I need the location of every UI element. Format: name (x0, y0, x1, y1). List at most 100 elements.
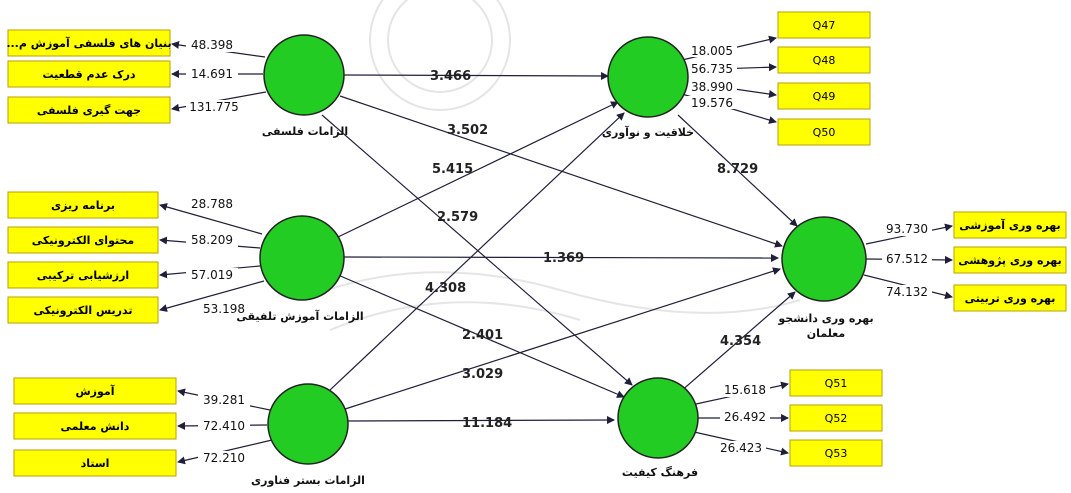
loading-value: 48.398 (191, 38, 233, 52)
loading-bg (186, 67, 238, 81)
loading-value: 74.132 (886, 285, 928, 299)
indicator-box (777, 82, 871, 110)
indicator-label: محتوای الکترونیکی (32, 234, 134, 247)
path-creativity-productivity (677, 114, 798, 227)
indicator-label: Q50 (813, 126, 836, 139)
loading-bg (198, 451, 250, 465)
construct-group-quality: Q51 Q52 Q53 15.618 26.492 26.423 فرهنگ ک… (617, 369, 883, 479)
loading-value: 72.210 (203, 451, 245, 465)
coef-blended-creativity: 5.415 (432, 162, 473, 177)
construct-blended[interactable] (259, 215, 345, 301)
structural-paths (321, 71, 798, 425)
construct-group-philosophy: ...بنیان های فلسفی آموزش م درک عدم قطعیت… (6, 29, 348, 138)
construct-group-creativity: Q47 Q48 Q49 Q50 18.005 56.735 38.990 19.… (602, 11, 871, 146)
construct-label-quality: فرهنگ کیفیت (622, 465, 698, 479)
loading-bg (186, 100, 242, 114)
loading-value: 18.005 (691, 44, 733, 58)
path-quality-productivity (679, 291, 796, 393)
construct-label-philosophy: الزامات فلسفی (262, 125, 348, 138)
loading-bg (882, 285, 932, 299)
loading-bg (198, 302, 250, 316)
indicator-label: Q49 (813, 90, 836, 103)
coef-tech-quality: 11.184 (462, 416, 512, 431)
construct-quality[interactable] (617, 377, 699, 459)
loading-value: 57.019 (191, 268, 233, 282)
indicator-label: Q51 (825, 377, 848, 390)
loading-value: 14.691 (191, 67, 233, 81)
indicator-box (789, 439, 883, 467)
indicator-box (7, 261, 159, 289)
indicator-label: تدریس الکترونیکی (34, 304, 133, 317)
construct-label-productivity-line2: معلمان (807, 327, 845, 340)
construct-philosophy[interactable] (263, 34, 345, 116)
indicator-label: جهت گیری فلسفی (37, 104, 141, 117)
loading-value: 58.209 (191, 233, 233, 247)
indicator-box (13, 449, 177, 477)
indicator-label: استاد (81, 457, 110, 470)
loading-bg (198, 419, 250, 433)
loading-value: 131.775 (189, 100, 239, 114)
indicator-box (7, 29, 171, 57)
path-blended-productivity (343, 253, 779, 262)
construct-label-tech: الزامات بستر فناوری (251, 474, 365, 487)
indicator-box (13, 377, 177, 405)
path-philosophy-quality (321, 114, 633, 386)
loading-bg (882, 252, 932, 266)
loading-bg (186, 268, 238, 282)
loading-value: 38.990 (691, 80, 733, 94)
indicator-box (789, 369, 883, 397)
path-blended-creativity (337, 101, 619, 238)
indicator-box (953, 246, 1067, 274)
construct-label-productivity-line1: بهره وری دانشجو (777, 312, 873, 325)
loading-arrow (159, 203, 263, 235)
construct-productivity[interactable] (781, 216, 867, 302)
loading-bg (687, 80, 737, 93)
indicator-box (7, 191, 159, 219)
indicator-label: ...بنیان های فلسفی آموزش م (6, 36, 171, 50)
coef-philosophy-quality: 2.579 (437, 210, 478, 225)
coef-philosophy-creativity: 3.466 (430, 69, 471, 84)
coef-creativity-productivity: 8.729 (717, 162, 758, 177)
path-tech-productivity (341, 267, 781, 411)
loading-value: 72.410 (203, 419, 245, 433)
indicator-box (777, 11, 871, 39)
construct-group-tech: آموزش دانش معلمی استاد 39.281 72.410 72.… (13, 377, 365, 487)
indicator-label: درک عدم قطعیت (42, 68, 135, 81)
indicator-label: ارزشیابی ترکیبی (37, 269, 129, 282)
loading-bg (687, 62, 737, 75)
indicator-label: بهره وری پژوهشی (958, 254, 1061, 267)
loading-value: 56.735 (691, 62, 733, 76)
coef-blended-productivity: 1.369 (543, 251, 584, 266)
loading-arrow (159, 280, 265, 312)
coef-philosophy-productivity: 3.502 (447, 123, 488, 138)
indicator-box (7, 60, 171, 88)
indicator-label: Q48 (813, 54, 836, 67)
indicator-box (777, 46, 871, 74)
construct-tech[interactable] (267, 383, 349, 465)
indicator-label: Q53 (825, 447, 848, 460)
loading-value: 53.198 (203, 302, 245, 316)
loading-bg (186, 233, 238, 247)
loading-value: 26.492 (724, 410, 766, 424)
loading-value: 39.281 (203, 393, 245, 407)
indicator-box (953, 211, 1067, 239)
path-tech-quality (346, 416, 615, 425)
indicator-label: Q47 (813, 19, 836, 32)
indicator-label: Q52 (825, 412, 848, 425)
indicator-box (789, 404, 883, 432)
loading-bg (186, 197, 238, 211)
loading-bg (716, 441, 766, 455)
indicator-box (953, 284, 1067, 312)
path-blended-quality (337, 274, 625, 398)
indicator-label: برنامه ریزی (51, 199, 115, 212)
coef-tech-productivity: 3.029 (462, 367, 503, 382)
indicator-box (7, 96, 171, 124)
loading-value: 67.512 (886, 252, 928, 266)
construct-creativity[interactable] (607, 36, 689, 118)
path-philosophy-productivity (339, 95, 783, 248)
construct-group-productivity: بهره وری آموزشی بهره وری پژوهشی بهره وری… (777, 211, 1067, 340)
loading-bg (720, 410, 770, 424)
path-tech-creativity (329, 112, 625, 391)
